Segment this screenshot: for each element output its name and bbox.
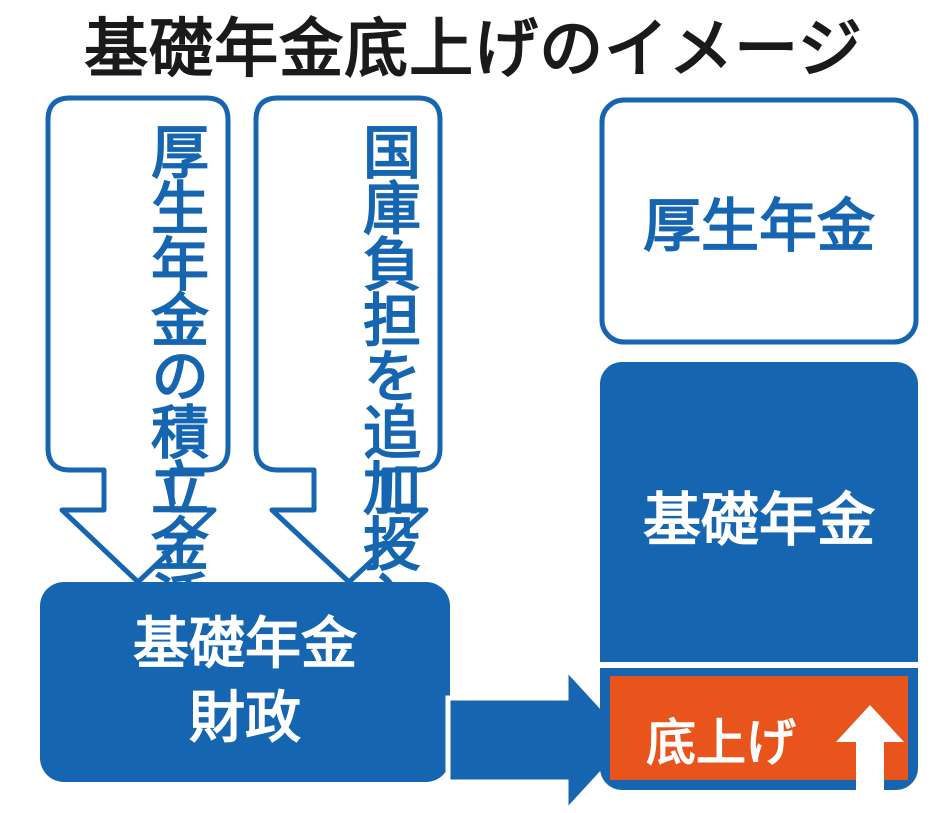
source-line-1: 国庫負担を <box>353 122 421 402</box>
pension-fund-line-2: 財政 <box>189 686 301 751</box>
pension-fund-line-1: 基礎年金 <box>133 612 357 677</box>
source-line-2: 追加投入 <box>353 402 421 626</box>
source-callout-pension-reserve <box>45 95 231 585</box>
source-line-1: 厚生年金の <box>141 122 209 402</box>
diagram-title: 基礎年金底上げのイメージ <box>84 13 863 87</box>
right-arrow-icon <box>445 661 636 813</box>
stack-kousei-label: 厚生年金 <box>642 192 875 260</box>
pension-fund-label: 基礎年金 財政 <box>40 582 450 782</box>
source-text-treasury: 国庫負担を追加投入 <box>282 122 422 626</box>
stack-sokoage-label: 底上げ <box>646 714 796 772</box>
source-line-2: 積立金活用 <box>141 402 209 682</box>
source-text-pension-reserve: 厚生年金の積立金活用 <box>70 122 210 682</box>
source-callout-treasury <box>253 95 443 585</box>
stack-kiso-label: 基礎年金 <box>642 486 875 554</box>
stack-kousei-box <box>599 97 919 345</box>
up-arrow-icon <box>836 705 904 795</box>
stack-separator <box>600 662 918 668</box>
pension-fund-box <box>40 582 450 782</box>
